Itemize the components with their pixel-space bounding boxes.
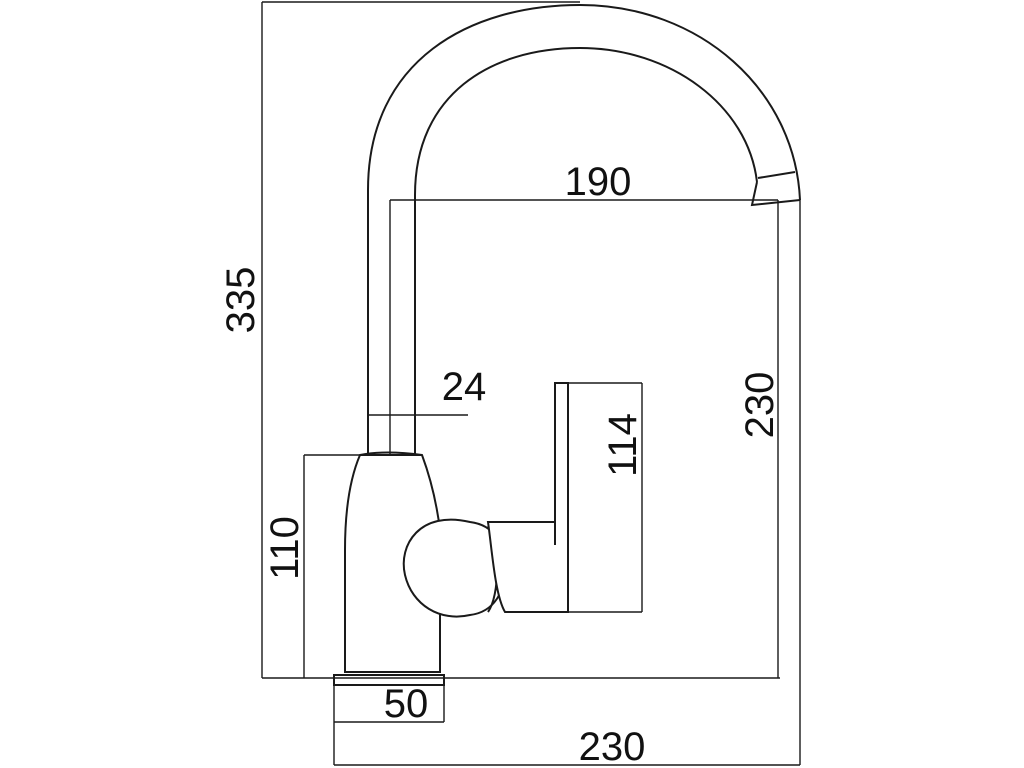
faucet-body [344, 451, 441, 673]
dimension-lines [261, 1, 801, 766]
label-base-width: 50 [384, 682, 429, 726]
label-spout-outlet-height: 230 [738, 372, 782, 439]
base-plate [333, 674, 445, 686]
spout-outer-curve [367, 3, 801, 455]
dimension-labels: 335 190 24 114 230 110 50 230 [219, 160, 782, 768]
label-total-width: 230 [579, 725, 646, 768]
lever-handle [486, 382, 569, 613]
label-spout-diameter: 24 [442, 365, 487, 409]
label-handle-height: 114 [601, 413, 645, 477]
label-body-height: 110 [263, 516, 307, 580]
spout-inner-curve [414, 46, 758, 455]
label-total-height: 335 [219, 267, 263, 334]
spout-tip [750, 171, 801, 207]
label-spout-reach: 190 [565, 160, 632, 204]
faucet-outline [333, 3, 801, 686]
